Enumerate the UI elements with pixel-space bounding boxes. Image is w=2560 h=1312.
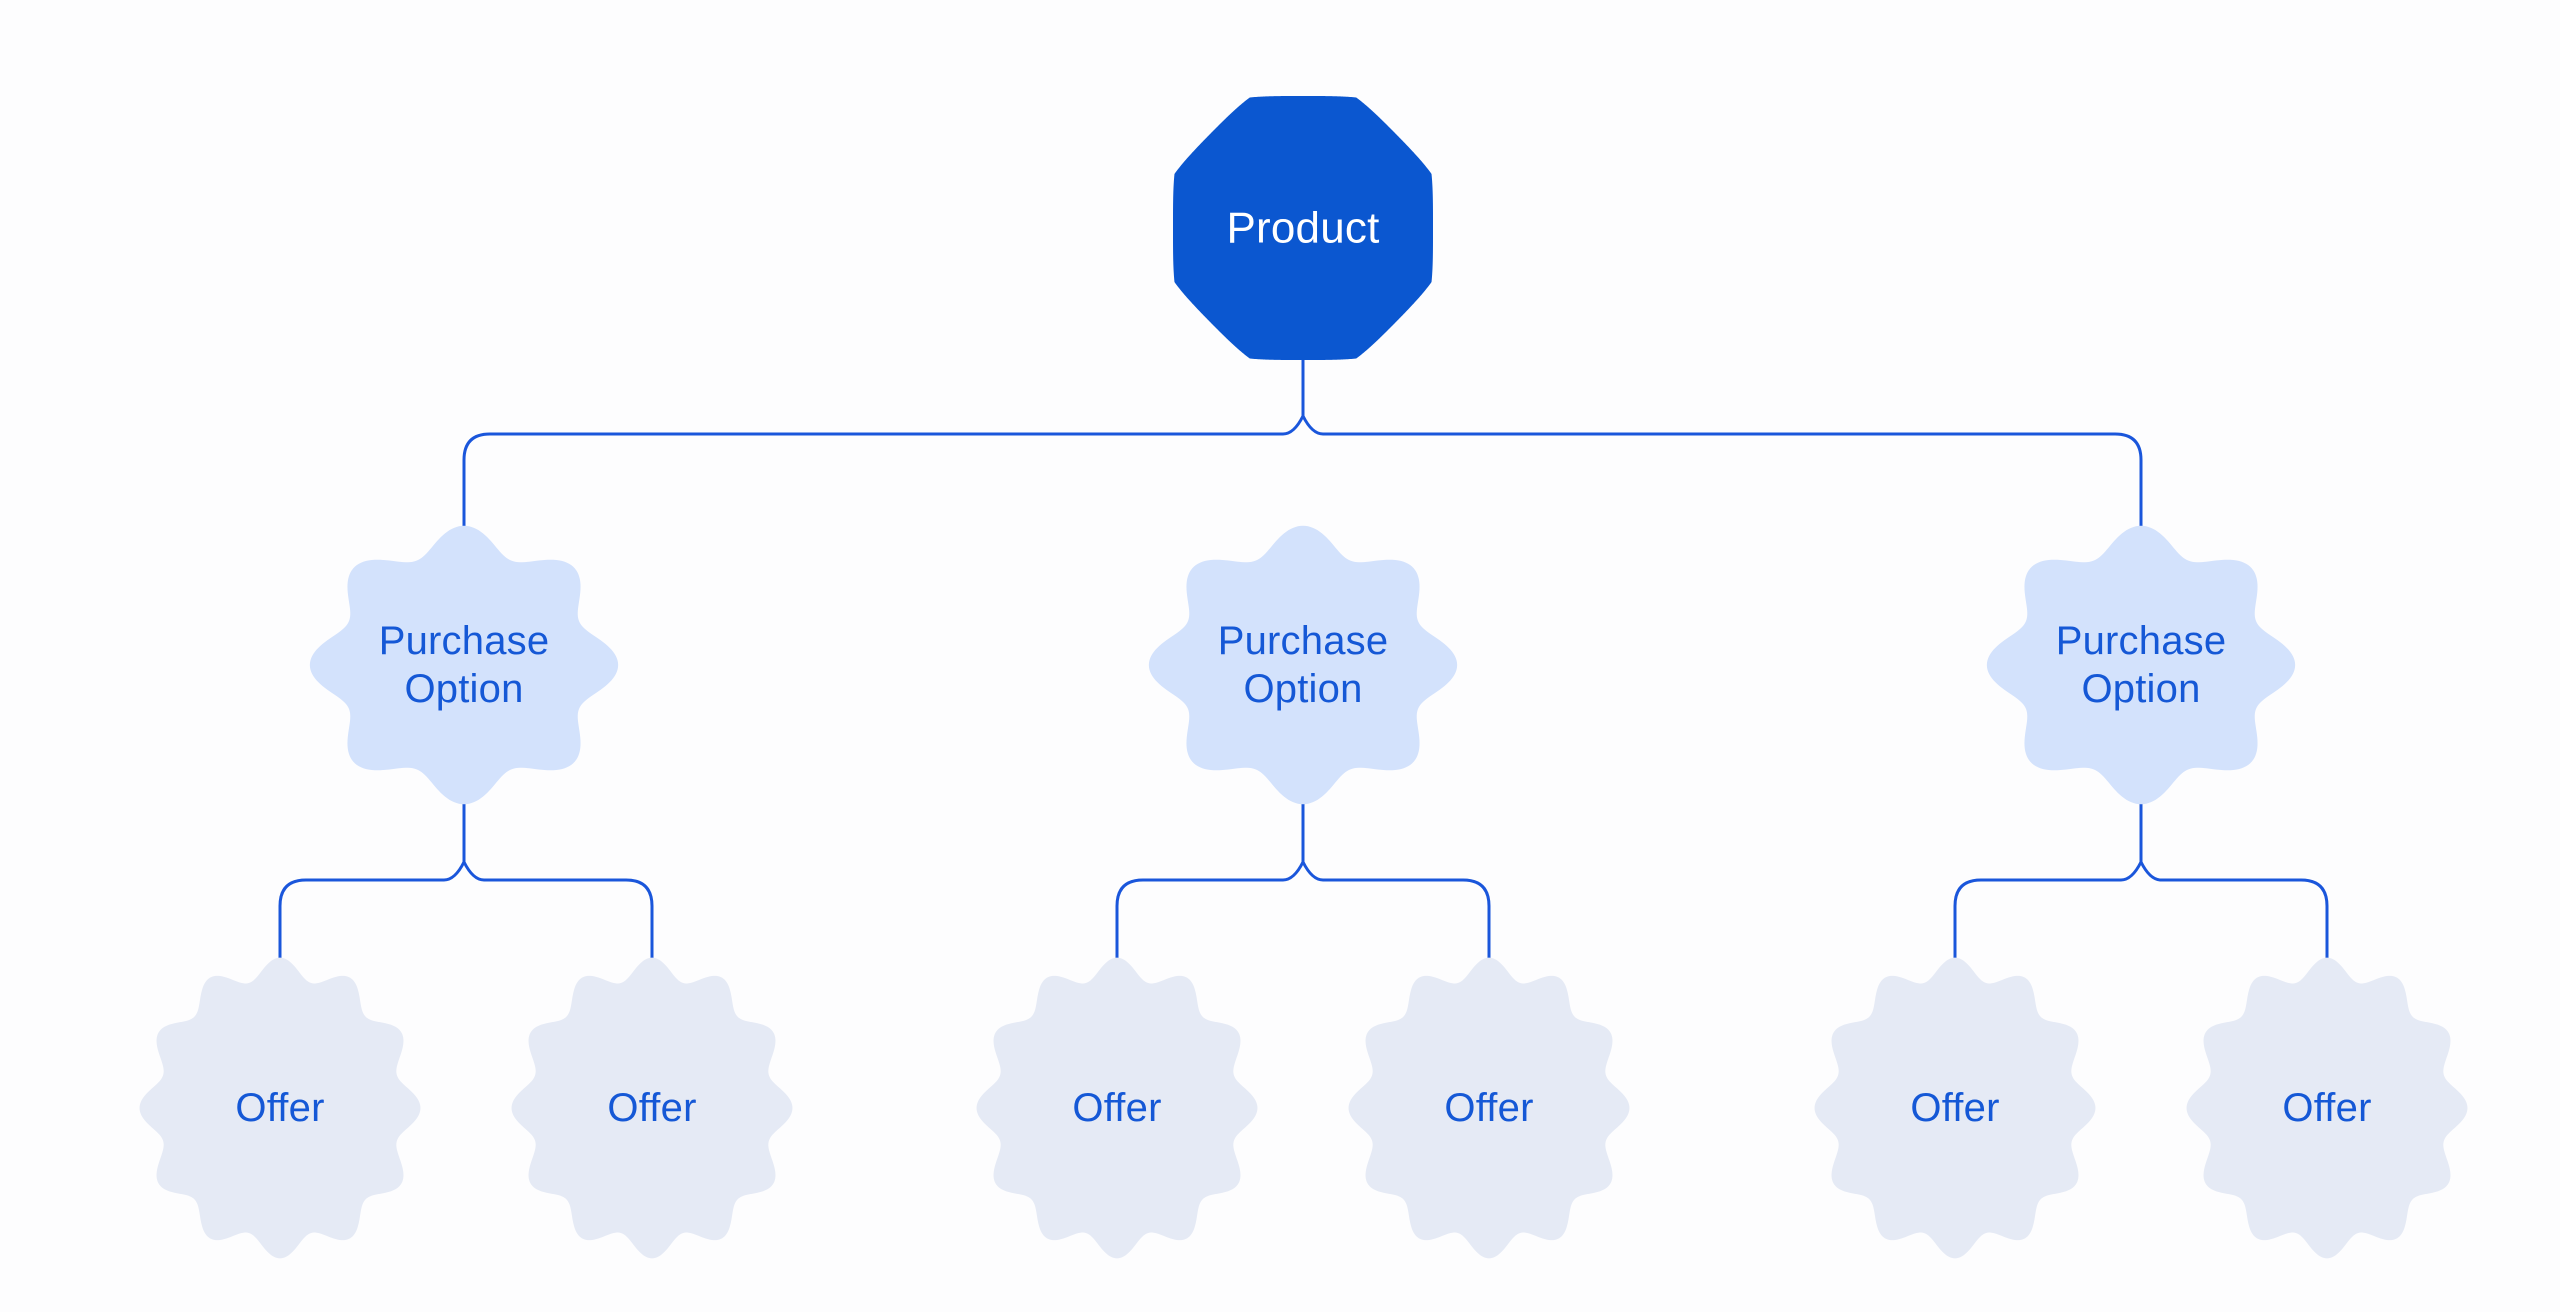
node-offer-3-b[interactable]: Offer [2186,957,2468,1259]
node-offer-2-a[interactable]: Offer [976,957,1258,1259]
node-offer-3-a[interactable]: Offer [1814,957,2096,1259]
offer-scallop-shape [1814,957,2096,1259]
purchase-option-flower-shape [1986,525,2296,805]
connector-option3-to-offers [1953,798,2329,970]
node-offer-1-b[interactable]: Offer [511,957,793,1259]
offer-scallop-shape [139,957,421,1259]
offer-scallop-shape [976,957,1258,1259]
connector-option2-to-offers [1115,798,1491,970]
product-blob-shape [1173,96,1433,360]
connector-layer [278,358,2329,970]
offer-scallop-shape [2186,957,2468,1259]
node-offer-2-b[interactable]: Offer [1348,957,1630,1259]
connector-product-to-options [462,358,2143,550]
offer-scallop-shape [1348,957,1630,1259]
purchase-option-flower-shape [1148,525,1458,805]
purchase-option-flower-shape [309,525,619,805]
node-offer-1-a[interactable]: Offer [139,957,421,1259]
offer-scallop-shape [511,957,793,1259]
connector-option1-to-offers [278,798,654,970]
node-product[interactable]: Product [1173,96,1433,360]
